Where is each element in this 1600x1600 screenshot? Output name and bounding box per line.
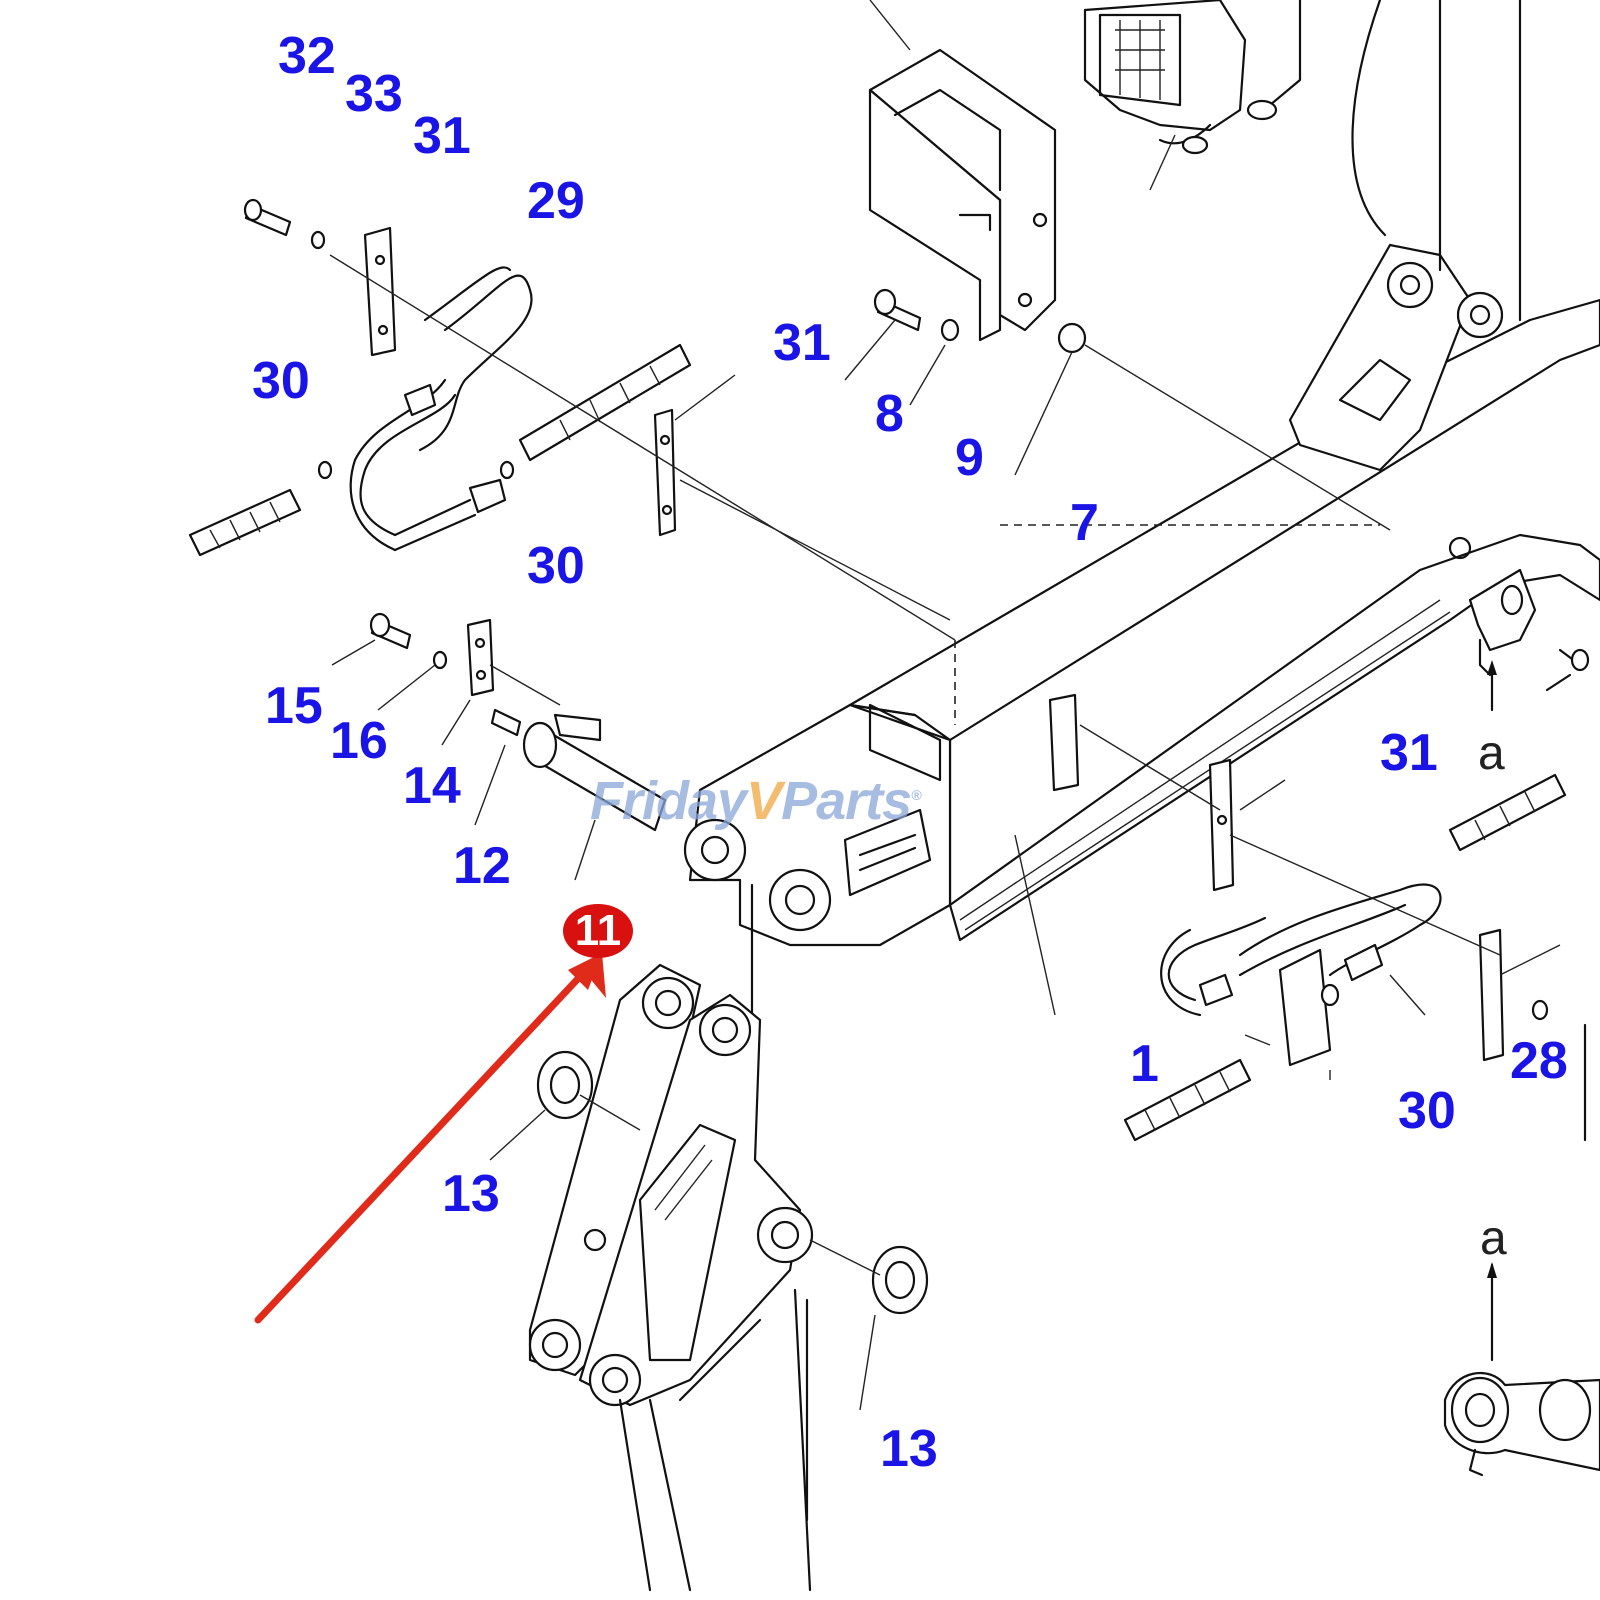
callout-31-top[interactable]: 31 xyxy=(413,107,471,165)
pin-assembly xyxy=(331,612,667,881)
link-plates xyxy=(489,963,929,1592)
callout-30-right[interactable]: 30 xyxy=(1398,1082,1456,1140)
callout-33[interactable]: 33 xyxy=(345,65,403,123)
callout-31-center[interactable]: 31 xyxy=(773,314,831,372)
highlighted-part-marker[interactable]: 11 xyxy=(563,904,633,958)
callout-9[interactable]: 9 xyxy=(955,429,984,487)
callout-13-left[interactable]: 13 xyxy=(442,1165,500,1223)
callout-8[interactable]: 8 xyxy=(875,385,904,443)
callout-30-left[interactable]: 30 xyxy=(252,352,310,410)
hose-assembly-left xyxy=(188,198,956,641)
callout-31-right[interactable]: 31 xyxy=(1380,724,1438,782)
callout-30-mid[interactable]: 30 xyxy=(527,537,585,595)
watermark-logo: FridayVParts® xyxy=(590,770,922,832)
work-lamp xyxy=(1083,0,1302,191)
callout-14[interactable]: 14 xyxy=(403,757,461,815)
view-marker-a-lower: a xyxy=(1480,1212,1507,1265)
callout-12[interactable]: 12 xyxy=(453,837,511,895)
callout-16[interactable]: 16 xyxy=(330,712,388,770)
boom-arm xyxy=(683,298,1600,1522)
bolt-center xyxy=(844,288,1391,531)
view-marker-a-upper: a xyxy=(1478,727,1505,780)
callout-32[interactable]: 32 xyxy=(278,27,336,85)
highlight-arrow xyxy=(254,953,606,1324)
callout-29[interactable]: 29 xyxy=(527,172,585,230)
hose-assembly-right xyxy=(1014,693,1587,1142)
lamp-bracket xyxy=(868,0,1057,342)
watermark-brand-mid: V xyxy=(746,771,782,831)
callout-15[interactable]: 15 xyxy=(265,677,323,735)
watermark-brand-left: Friday xyxy=(590,771,747,831)
watermark-brand-right: Parts xyxy=(781,771,912,831)
callout-28[interactable]: 28 xyxy=(1510,1032,1568,1090)
callout-1[interactable]: 1 xyxy=(1130,1035,1159,1093)
cylinder-end-right xyxy=(1443,536,1600,1477)
pivot-bracket xyxy=(1288,0,1522,472)
callout-7[interactable]: 7 xyxy=(1070,494,1099,552)
callout-13-bottom[interactable]: 13 xyxy=(880,1420,938,1478)
watermark-registered-mark: ® xyxy=(911,787,921,803)
